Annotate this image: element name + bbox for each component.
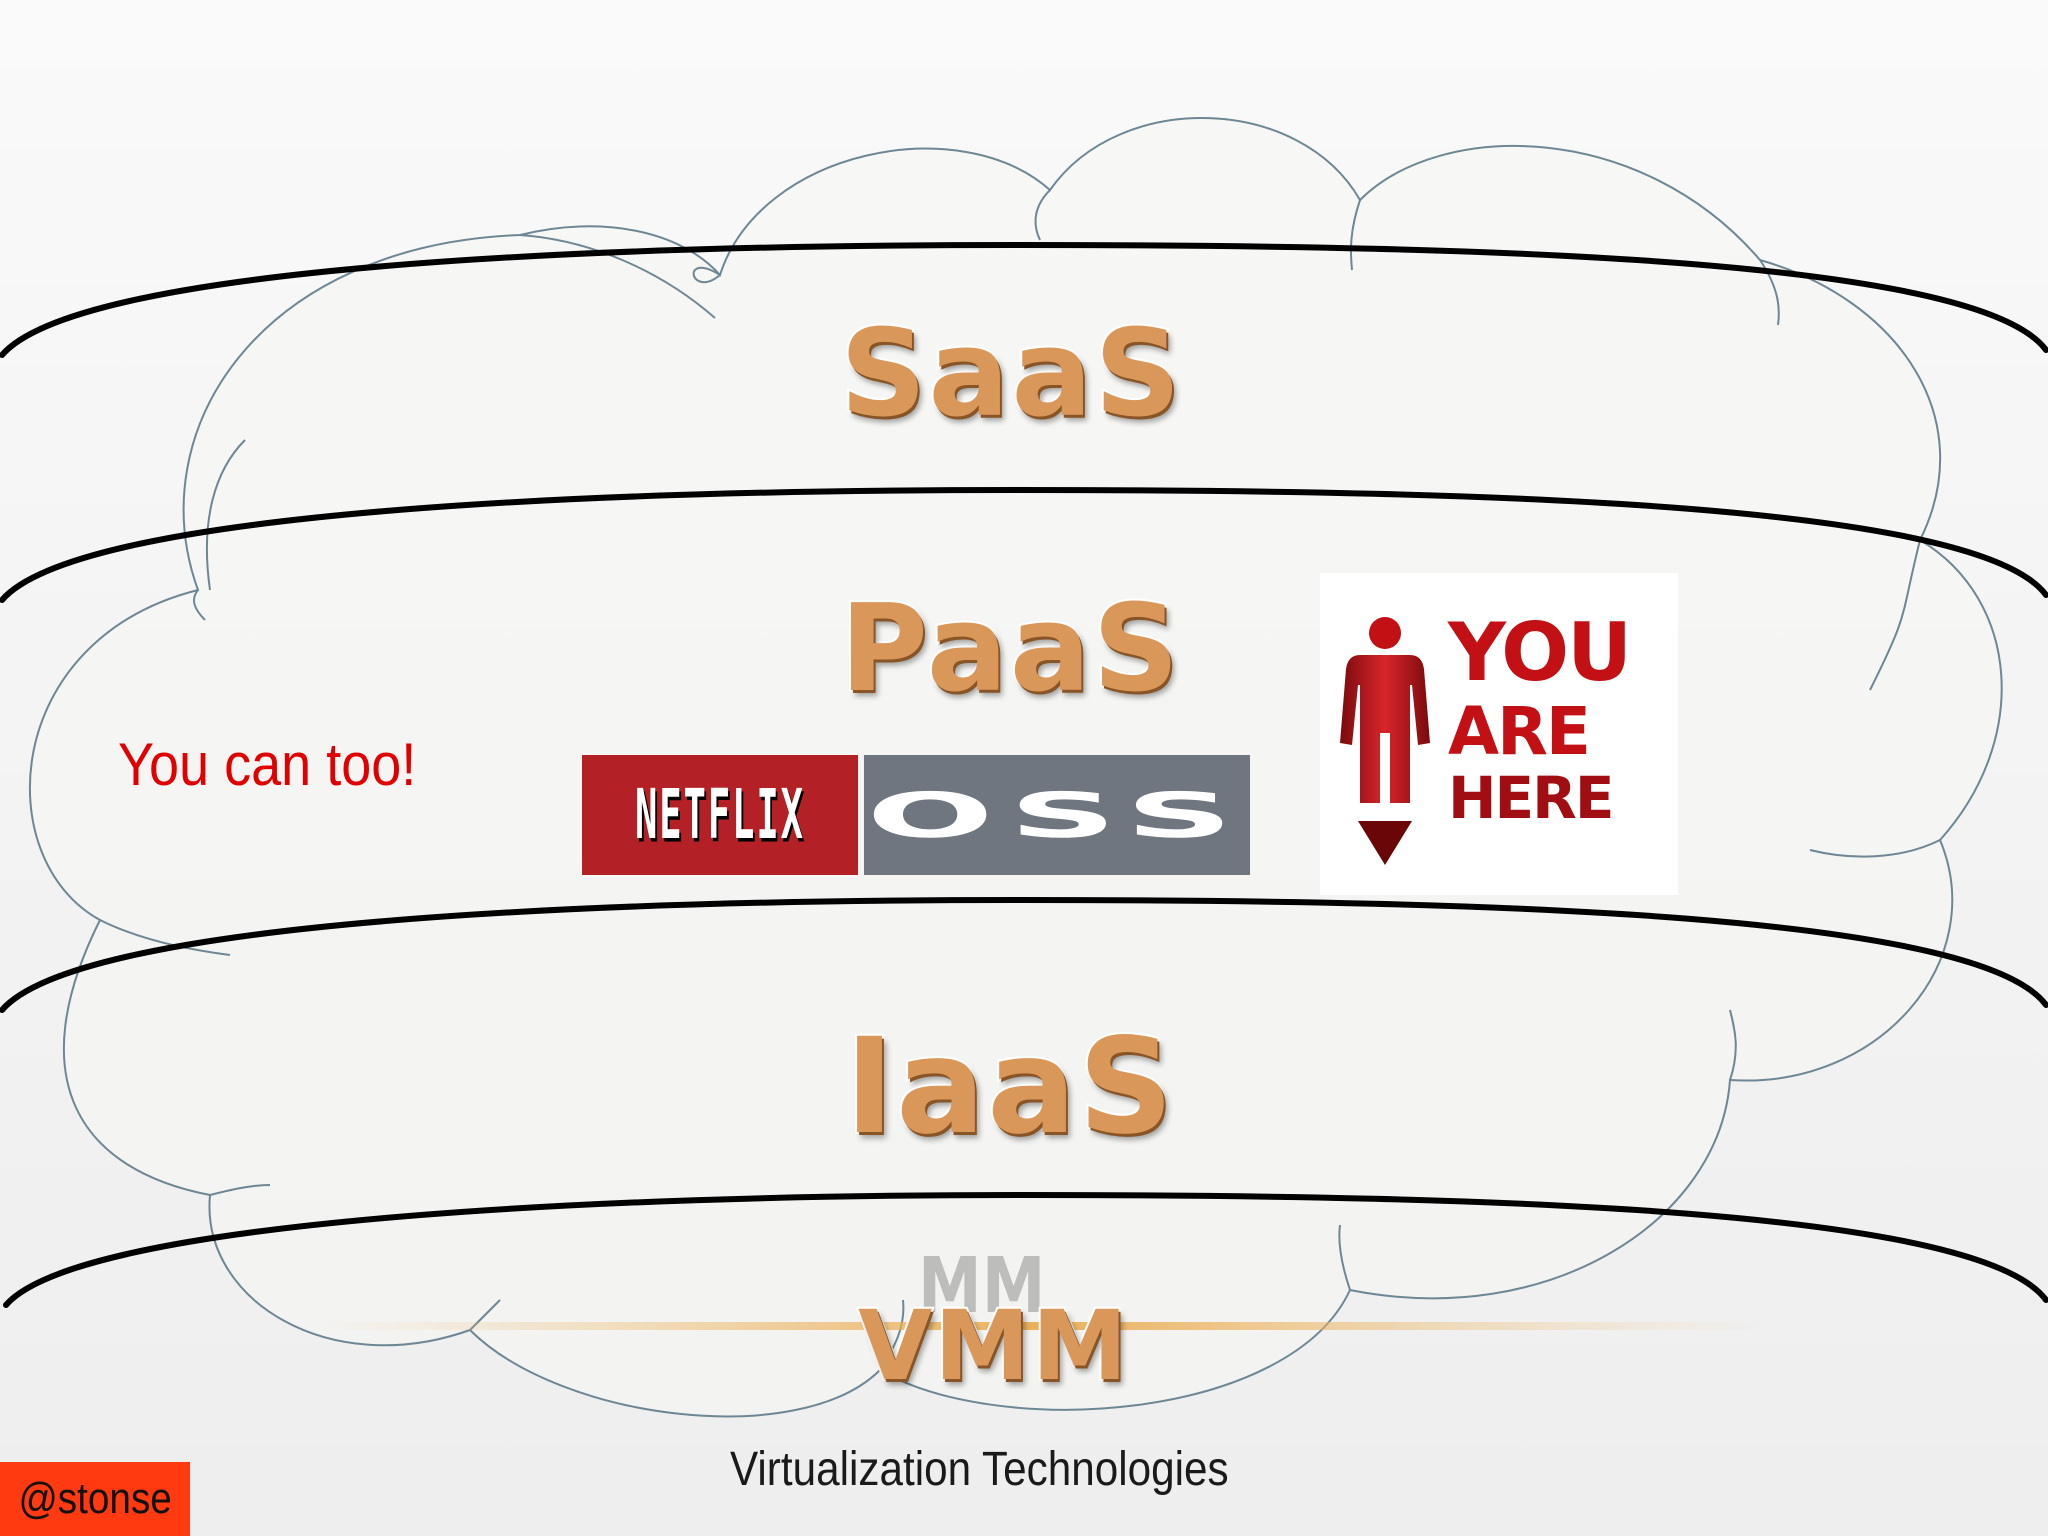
person-icon: [1340, 617, 1430, 865]
arc-iaas-vmm: [3, 1191, 2048, 1308]
oss-logo-text: OSS: [866, 778, 1248, 852]
sign-line-are: ARE: [1448, 693, 1591, 770]
vmm-layer-label: VMM: [856, 1288, 1130, 1404]
saas-layer-label: SaaS: [838, 303, 1183, 446]
netflix-oss-logo: NETFLIX OSS: [582, 755, 1250, 875]
vmm-ghost-text: MM: [918, 1242, 1046, 1332]
twitter-handle-text: @stonse: [18, 1474, 172, 1523]
vmm-glow-line: [320, 1322, 1760, 1330]
you-are-here-sign: YOU ARE HERE: [1320, 573, 1678, 895]
slide-subtitle: Virtualization Technologies: [730, 1443, 1229, 1496]
arc-paas-iaas: [0, 896, 2048, 1013]
netflix-logo-text: NETFLIX: [635, 774, 805, 856]
layer-divider-arcs: [0, 241, 2048, 1308]
paas-layer-label: PaaS: [838, 578, 1182, 721]
arc-top: [0, 241, 2048, 358]
arc-saas-paas: [0, 486, 2048, 603]
you-can-too-annotation: You can too!: [118, 731, 417, 798]
sign-line-here: HERE: [1448, 764, 1614, 832]
sign-line-you: YOU: [1448, 606, 1632, 699]
twitter-handle-badge: @stonse: [0, 1462, 190, 1536]
iaas-layer-label: IaaS: [843, 1008, 1176, 1166]
you-are-here-text: YOU ARE HERE: [1448, 606, 1632, 832]
oss-logo-box: OSS: [864, 755, 1250, 875]
netflix-logo-box: NETFLIX: [582, 755, 858, 875]
